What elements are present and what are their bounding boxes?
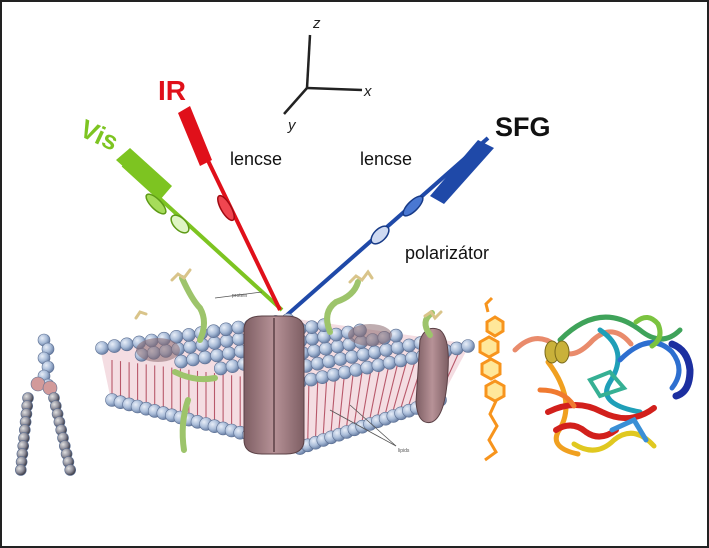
lipid-head [210, 348, 224, 363]
lipid-tail [346, 372, 354, 427]
atom [14, 464, 27, 476]
lipid-head [174, 354, 188, 369]
lipid-head [330, 339, 345, 354]
lipid-head [393, 353, 408, 368]
lipid-head [198, 350, 212, 365]
lens-label-left: lencse [230, 149, 282, 169]
y-axis-line [283, 87, 308, 115]
sfg-label: SFG [495, 112, 551, 142]
vis-polarizer-icon [170, 214, 190, 234]
glycan-tips [134, 268, 443, 321]
lipid-molecule-model [14, 333, 76, 476]
vis-label: Vis [75, 113, 123, 156]
lens-label-right: lencse [360, 149, 412, 169]
z-axis-line [305, 34, 312, 89]
x-axis-label: x [363, 83, 372, 100]
lipid-tail [322, 378, 328, 435]
leader-lines [214, 291, 397, 447]
sfg-lens-icon [402, 195, 424, 217]
sfg-polarizer-icon [370, 225, 390, 245]
lipid-head [231, 320, 246, 335]
lipid-head [120, 337, 134, 352]
glycan-chains [172, 275, 435, 453]
lipid-head [186, 352, 200, 367]
y-axis-label: y [287, 117, 297, 134]
lipid-head [214, 361, 228, 376]
lipid-head [356, 347, 371, 362]
lipid-head [337, 365, 352, 380]
lipid-head [206, 324, 221, 339]
membrane-pore-left [136, 338, 180, 362]
vis-beam [116, 148, 284, 312]
lipid-head [360, 360, 375, 375]
lipid-head [305, 331, 320, 346]
vis-lens-icon [145, 193, 167, 215]
lipid-head [367, 345, 382, 360]
lipid-tail [377, 364, 390, 416]
lipid-head [371, 358, 386, 373]
lipid-tail [307, 382, 310, 440]
x-axis-line [306, 86, 363, 92]
lipid-head [382, 355, 397, 370]
helix-coil [544, 340, 570, 364]
lipid-head [107, 339, 122, 353]
lipid-head [183, 340, 197, 354]
lipid-head [326, 367, 341, 382]
lipid-head [225, 359, 240, 374]
lipid-head [379, 343, 394, 357]
membrane-pore-right [348, 324, 392, 346]
lipid-head [405, 351, 419, 365]
lipid-tail [361, 368, 372, 421]
lipid-head [307, 344, 322, 358]
lipid-tail [369, 366, 381, 419]
side-protein [415, 327, 449, 424]
lipid-tail [315, 380, 319, 437]
lipids-tag: lipids [398, 448, 410, 454]
ribbon-protein-structure [512, 314, 694, 457]
z-axis-label: z [312, 15, 321, 32]
ir-lens-icon [217, 194, 235, 222]
lipid-head [219, 334, 234, 348]
lipid-head [304, 372, 319, 387]
lipid-head [402, 338, 416, 353]
lipid-head [95, 341, 109, 355]
lipid-tail [338, 374, 345, 429]
sfg-beam [285, 136, 494, 317]
lipid-head [349, 363, 363, 377]
lipid-head [322, 354, 336, 369]
lipid-head [219, 322, 233, 337]
lipid-tail [400, 359, 417, 408]
polarizer-label: polarizátor [405, 243, 489, 263]
lipid-head [222, 346, 236, 361]
lipid-head [207, 336, 222, 350]
lipid-head [345, 350, 359, 364]
lipid-tail [385, 363, 399, 413]
atom [64, 464, 76, 476]
lipid-head [304, 320, 319, 335]
lipid-head [310, 356, 325, 371]
lipid-head [182, 328, 196, 342]
protein-tag: protein [232, 293, 248, 299]
lipid-head [461, 339, 475, 353]
lipid-tail [353, 370, 363, 424]
ir-label: IR [158, 75, 186, 106]
lipid-tail [330, 376, 337, 432]
lipid-head [333, 352, 348, 366]
coordinate-axes [283, 34, 363, 115]
transmembrane-protein [243, 315, 305, 455]
lipid-head [390, 340, 405, 355]
lipid-head [319, 341, 333, 356]
lipid-tail [392, 361, 408, 411]
lipid-head [449, 341, 464, 356]
ir-beam [178, 106, 282, 311]
lipid-head [315, 370, 330, 385]
lipid-head [232, 332, 246, 346]
cholesterol-molecule [478, 296, 506, 462]
